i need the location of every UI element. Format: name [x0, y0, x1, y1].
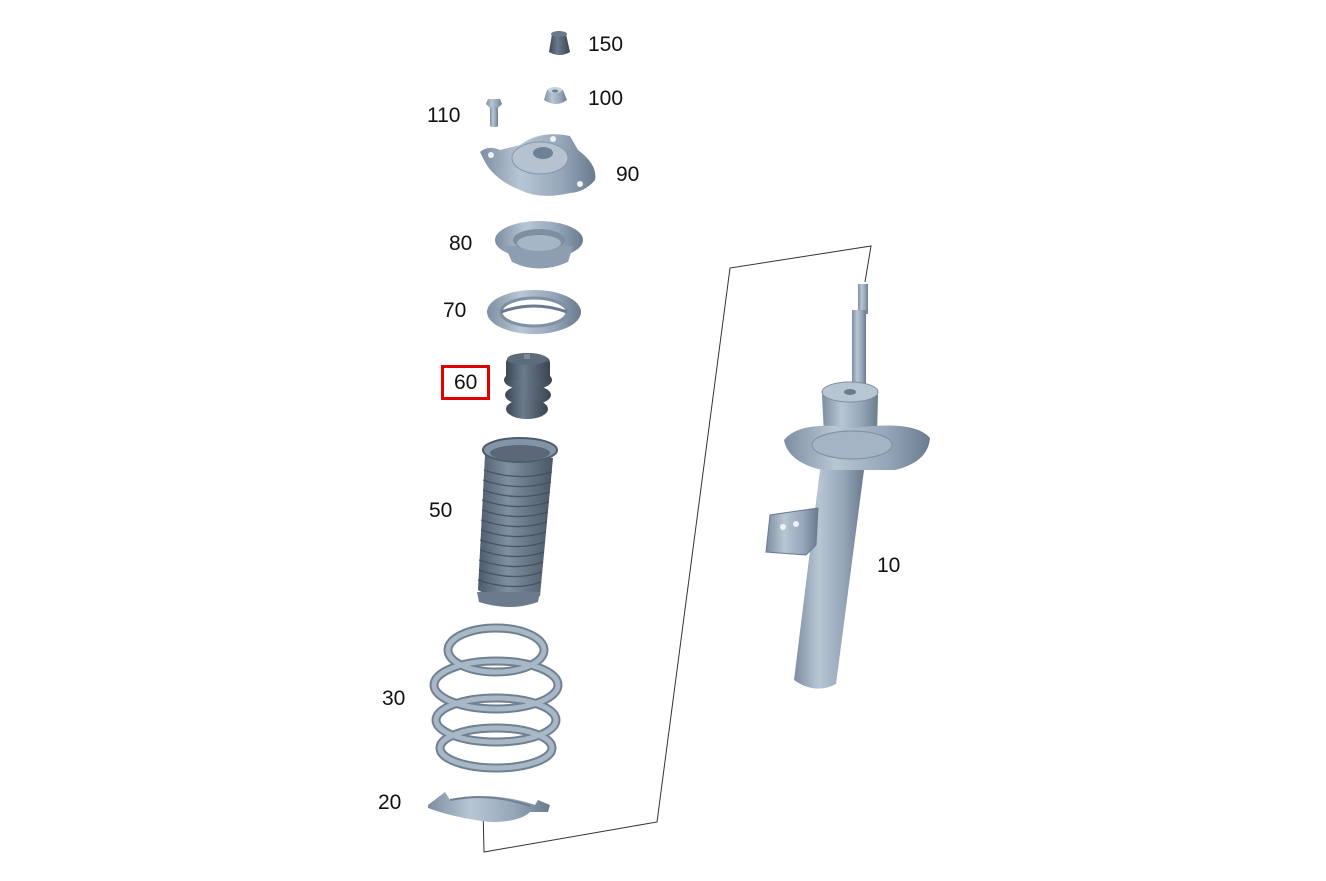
part-20-lower-spring-seat[interactable] — [428, 792, 550, 822]
part-150-dust-cap[interactable] — [549, 31, 570, 55]
callout-50[interactable]: 50 — [429, 499, 453, 522]
part-50-protective-boot[interactable] — [477, 437, 558, 607]
callout-60-highlighted[interactable]: 60 — [440, 365, 491, 400]
callout-70[interactable]: 70 — [443, 299, 467, 322]
callout-90[interactable]: 90 — [616, 163, 640, 186]
callout-80[interactable]: 80 — [449, 232, 473, 255]
part-70-bearing-ring[interactable] — [487, 290, 581, 334]
callout-30[interactable]: 30 — [382, 687, 406, 710]
part-110-bolt[interactable] — [486, 99, 502, 127]
part-100-nut[interactable] — [544, 87, 567, 104]
callout-150[interactable]: 150 — [588, 33, 624, 56]
callout-110[interactable]: 110 — [427, 104, 461, 127]
callout-20[interactable]: 20 — [378, 791, 402, 814]
part-30-coil-spring[interactable] — [429, 623, 563, 773]
callout-10[interactable]: 10 — [877, 554, 901, 577]
callout-100[interactable]: 100 — [588, 87, 624, 110]
part-90-strut-mount[interactable] — [480, 134, 596, 196]
part-80-upper-spring-seat[interactable] — [495, 221, 583, 269]
part-10-strut[interactable] — [765, 284, 930, 689]
part-60-bump-stop[interactable] — [504, 353, 552, 419]
assembly-bracket-line — [482, 245, 872, 853]
